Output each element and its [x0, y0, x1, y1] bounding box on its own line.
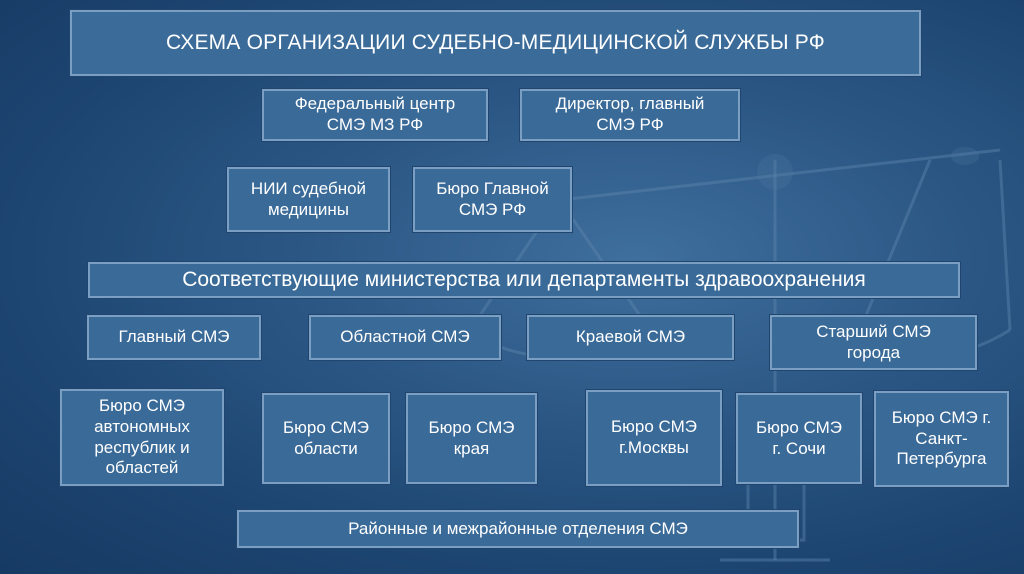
regional-expert-box: Областной СМЭ: [309, 315, 501, 360]
bureau-krai-box: Бюро СМЭ края: [406, 393, 537, 484]
bureau-oblast-box: Бюро СМЭ области: [262, 393, 390, 484]
senior-city-expert-box: Старший СМЭ города: [770, 315, 977, 370]
chief-expert-box: Главный СМЭ: [87, 315, 261, 360]
district-departments-box: Районные и межрайонные отделения СМЭ: [237, 510, 799, 548]
federal-center-box: Федеральный центр СМЭ МЗ РФ: [262, 89, 488, 141]
research-institute-box: НИИ судебной медицины: [227, 167, 390, 232]
bureau-sochi-box: Бюро СМЭ г. Сочи: [736, 393, 862, 484]
main-bureau-box: Бюро Главной СМЭ РФ: [413, 167, 572, 232]
director-box: Директор, главный СМЭ РФ: [520, 89, 740, 141]
bureau-moscow-box: Бюро СМЭ г.Москвы: [586, 390, 722, 486]
bureau-spb-box: Бюро СМЭ г. Санкт- Петербурга: [874, 391, 1009, 487]
diagram-title: СХЕМА ОРГАНИЗАЦИИ СУДЕБНО-МЕДИЦИНСКОЙ СЛ…: [70, 10, 921, 76]
territorial-expert-box: Краевой СМЭ: [527, 315, 734, 360]
bureau-autonomous-box: Бюро СМЭ автономных республик и областей: [60, 389, 224, 486]
ministries-box: Соответствующие министерства или департа…: [88, 262, 960, 298]
